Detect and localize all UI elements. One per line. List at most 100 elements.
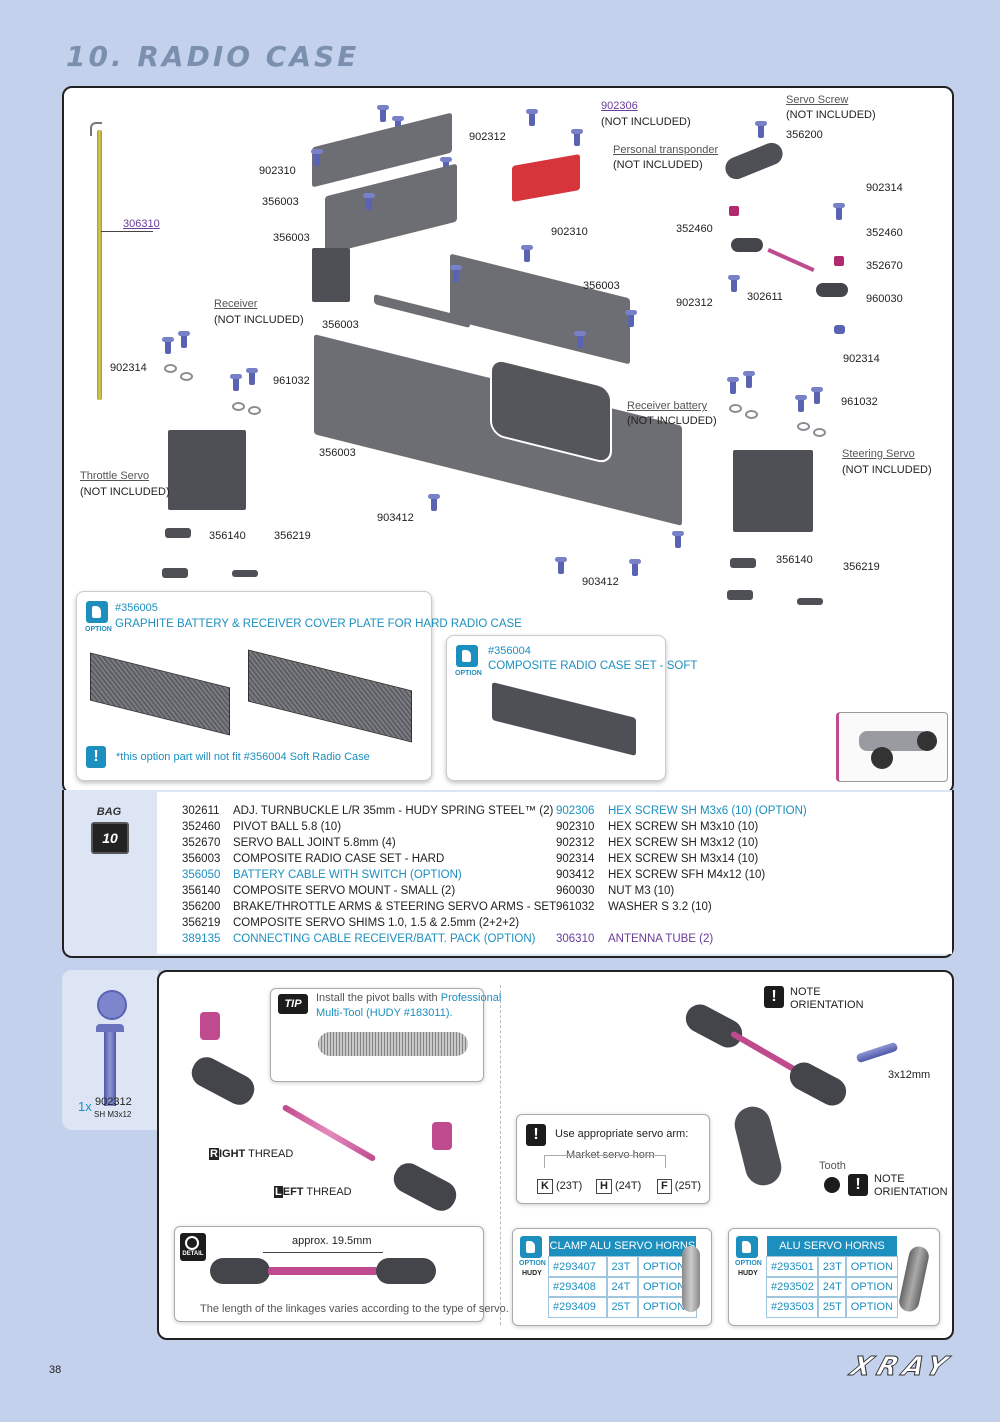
tip-text-line2: Multi-Tool (HUDY #183011). — [316, 1007, 453, 1019]
bag-icon: BAG 10 — [91, 806, 129, 856]
linkage-end — [210, 1258, 270, 1284]
magnifier-icon — [185, 1236, 199, 1250]
label-306310: 306310 — [123, 218, 160, 230]
tip-text-line1: Install the pivot balls with Professiona… — [316, 992, 501, 1005]
note-line2: ORIENTATION — [790, 999, 864, 1011]
screw-spec: SH M3x12 — [94, 1110, 132, 1119]
receiver-box — [312, 248, 350, 302]
horn-teeth: 25T — [605, 1295, 640, 1318]
pivot-ball — [200, 1012, 220, 1040]
part-code: 960030 — [556, 885, 595, 897]
screw — [574, 331, 586, 348]
horn-code: #293409 — [547, 1295, 608, 1318]
servo-shim — [797, 598, 823, 605]
option-name: GRAPHITE BATTERY & RECEIVER COVER PLATE … — [115, 618, 522, 630]
screw — [230, 374, 242, 391]
horn-option: OPTION — [845, 1275, 899, 1298]
servo-mount — [165, 528, 191, 538]
servo-arm-f: F (25T) — [657, 1179, 701, 1194]
parts-list-left: 302611 ADJ. TURNBUCKLE L/R 35mm - HUDY SP… — [182, 803, 556, 947]
screw-large — [96, 1024, 124, 1032]
label-356003: 356003 — [273, 232, 310, 244]
screw — [833, 203, 845, 220]
screw — [755, 121, 767, 138]
label-356003: 356003 — [583, 280, 620, 292]
label-352460: 352460 — [866, 227, 903, 239]
screw-large-shaft — [104, 1032, 116, 1106]
label-personal-transponder: Personal transponder — [613, 144, 719, 156]
part-desc: NUT M3 (10) — [608, 885, 675, 897]
part-desc: HEX SCREW SH M3x6 (10) (OPTION) — [608, 805, 807, 817]
rod-end — [816, 283, 848, 297]
part-desc: CONNECTING CABLE RECEIVER/BATT. PACK (OP… — [233, 933, 536, 945]
horn-code: #293407 — [547, 1255, 608, 1278]
washer — [745, 410, 758, 419]
label-902314: 902314 — [110, 362, 147, 374]
dimension-line — [263, 1252, 383, 1253]
clamp-horn-image — [682, 1246, 700, 1312]
label-steering-servo: Steering Servo — [842, 448, 915, 460]
divider — [500, 985, 501, 1325]
option-warning: *this option part will not fit #356004 S… — [116, 751, 370, 763]
parts-list-area — [157, 792, 952, 954]
table-header: ALU SERVO HORNS — [766, 1236, 898, 1257]
horn-code: #293503 — [765, 1295, 820, 1318]
screw — [795, 395, 807, 412]
part-desc: COMPOSITE SERVO MOUNT - SMALL (2) — [233, 885, 456, 897]
label-receiver-battery: Receiver battery — [627, 400, 708, 412]
buggy-wheel — [871, 747, 893, 769]
washer — [164, 364, 177, 373]
servo-mount — [727, 590, 753, 600]
part-desc: ADJ. TURNBUCKLE L/R 35mm - HUDY SPRING S… — [233, 805, 554, 817]
tooth-label: Tooth — [819, 1160, 846, 1172]
screw-size-label: 3x12mm — [888, 1069, 931, 1081]
buggy-chassis — [859, 731, 929, 751]
screw — [571, 129, 583, 146]
detail-badge: DETAIL — [182, 1251, 204, 1257]
detail-note: The length of the linkages varies accord… — [200, 1303, 509, 1315]
screw — [450, 265, 462, 282]
left-thread-label: LEFT THREAD — [274, 1186, 352, 1199]
servo-arm-box — [516, 1114, 710, 1204]
label-receiver-note: (NOT INCLUDED) — [214, 314, 304, 326]
bag-number: 10 — [91, 822, 129, 854]
part-code: 961032 — [556, 901, 595, 913]
exclamation-icon: ! — [86, 746, 106, 768]
screw — [629, 559, 641, 576]
detail-icon: DETAIL — [180, 1233, 206, 1261]
part-desc: BATTERY CABLE WITH SWITCH (OPTION) — [233, 869, 462, 881]
antenna-tube — [97, 130, 102, 400]
screw — [743, 371, 755, 388]
label-902314: 902314 — [843, 353, 880, 365]
screw — [811, 387, 823, 404]
servo-arm-h: H (24T) — [596, 1179, 641, 1194]
horn-teeth: 23T — [817, 1255, 848, 1278]
throttle-servo — [168, 430, 246, 510]
part-code: 356050 — [182, 869, 221, 881]
thumbs-up-icon — [736, 1236, 758, 1258]
label-902310: 902310 — [551, 226, 588, 238]
thumbs-up-icon — [456, 645, 478, 667]
part-desc: HEX SCREW SFH M4x12 (10) — [608, 869, 766, 881]
label-356003: 356003 — [319, 447, 356, 459]
part-desc: HEX SCREW SH M3x14 (10) — [608, 853, 759, 865]
tip-text: Install the pivot balls with — [316, 992, 438, 1004]
label-356219: 356219 — [843, 561, 880, 573]
horn-code: #293408 — [547, 1275, 608, 1298]
part-code: 902314 — [556, 853, 595, 865]
part-code: 302611 — [182, 805, 220, 817]
steering-servo — [733, 450, 813, 532]
bracket-line — [544, 1155, 666, 1168]
exclamation-icon: ! — [526, 1124, 546, 1146]
screw — [526, 109, 538, 126]
washer — [248, 406, 261, 415]
f-key: F — [657, 1179, 672, 1194]
